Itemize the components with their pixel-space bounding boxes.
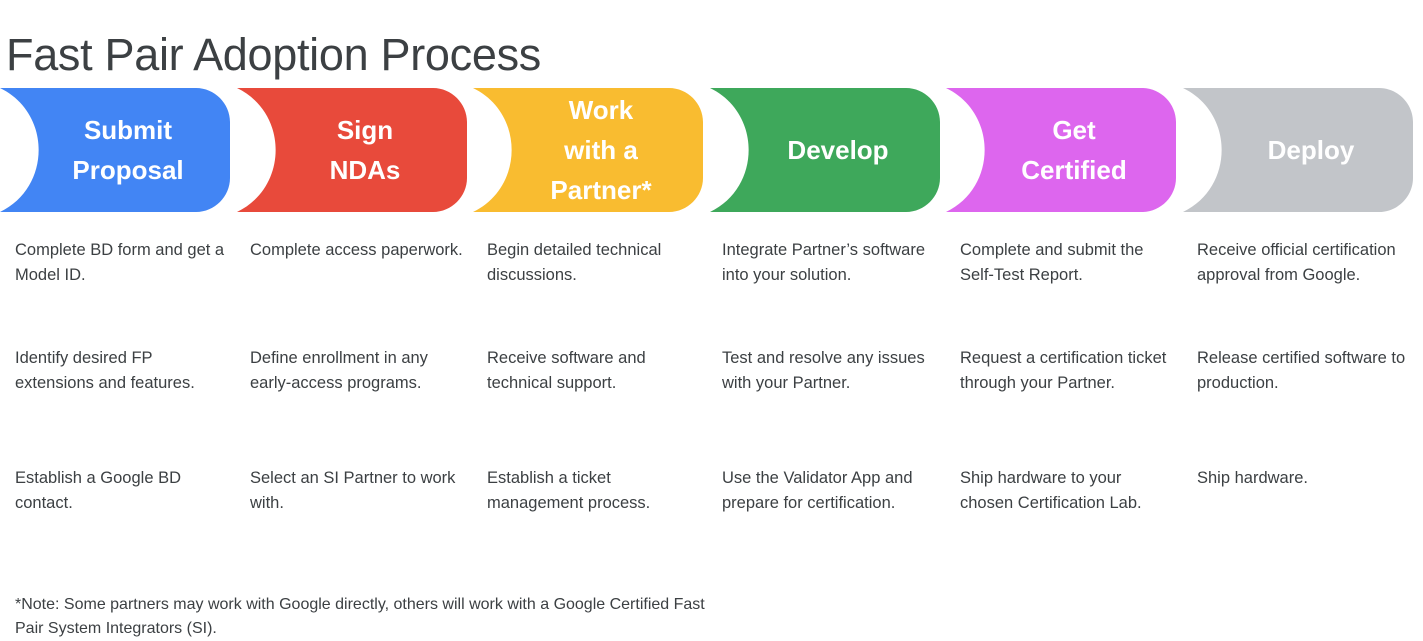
- chevron-shape-icon: [710, 88, 940, 212]
- process-banner-label: Deploy: [1267, 135, 1355, 165]
- step-item: Release certified software to production…: [1197, 349, 1406, 392]
- step-item: Integrate Partner’s software into your s…: [722, 241, 925, 284]
- process-banner-sign-ndas[interactable]: Sign NDAs: [237, 88, 467, 212]
- process-banner-work-with-a-partner[interactable]: Work with a Partner*: [473, 88, 703, 212]
- process-banner-label: Sign NDAs: [329, 115, 401, 185]
- process-banner-label: Work with a Partner*: [550, 95, 652, 205]
- step-item: Begin detailed technical discussions.: [487, 241, 662, 284]
- step-item: Establish a ticket management process.: [487, 469, 651, 512]
- process-banner-submit-proposal[interactable]: Submit Proposal: [0, 88, 230, 212]
- step-item: Complete BD form and get a Model ID.: [15, 241, 225, 284]
- step-item: Ship hardware to your chosen Certificati…: [960, 469, 1142, 512]
- process-banner-label: Develop: [787, 135, 889, 165]
- step-item: Ship hardware.: [1197, 469, 1308, 487]
- step-item: Establish a Google BD contact.: [15, 469, 182, 512]
- process-step-columns: Complete BD form and get a Model ID. Iden…: [0, 238, 1423, 558]
- process-banner-label: Submit Proposal: [72, 115, 184, 185]
- chevron-shape-icon: [0, 88, 230, 212]
- step-item: Use the Validator App and prepare for ce…: [722, 469, 913, 512]
- step-item: Complete and submit the Self-Test Report…: [960, 241, 1144, 284]
- step-item: Receive software and technical support.: [487, 349, 646, 392]
- page-title: Fast Pair Adoption Process: [6, 29, 541, 81]
- chevron-shape-icon: [1183, 88, 1413, 212]
- step-item: Identify desired FP extensions and featu…: [15, 349, 195, 392]
- process-banner-get-certified[interactable]: Get Certified: [946, 88, 1176, 212]
- step-item: Test and resolve any issues with your Pa…: [722, 349, 925, 392]
- process-banner-develop[interactable]: Develop: [710, 88, 940, 212]
- chevron-shape-icon: [473, 88, 703, 212]
- step-item: Define enrollment in any early-access pr…: [250, 349, 428, 392]
- step-item: Receive official certification approval …: [1197, 241, 1396, 284]
- step-item: Request a certification ticket through y…: [960, 349, 1167, 392]
- chevron-shape-icon: [946, 88, 1176, 212]
- step-item: Complete access paperwork.: [250, 241, 463, 259]
- process-banner-deploy[interactable]: Deploy: [1183, 88, 1413, 212]
- step-item: Select an SI Partner to work with.: [250, 469, 456, 512]
- process-banner-label: Get Certified: [1021, 115, 1127, 185]
- footnote-note: *Note: Some partners may work with Googl…: [15, 596, 705, 637]
- process-banner-strip: Submit Proposal Sign NDAs Work with a Part…: [0, 88, 1423, 212]
- chevron-shape-icon: [237, 88, 467, 212]
